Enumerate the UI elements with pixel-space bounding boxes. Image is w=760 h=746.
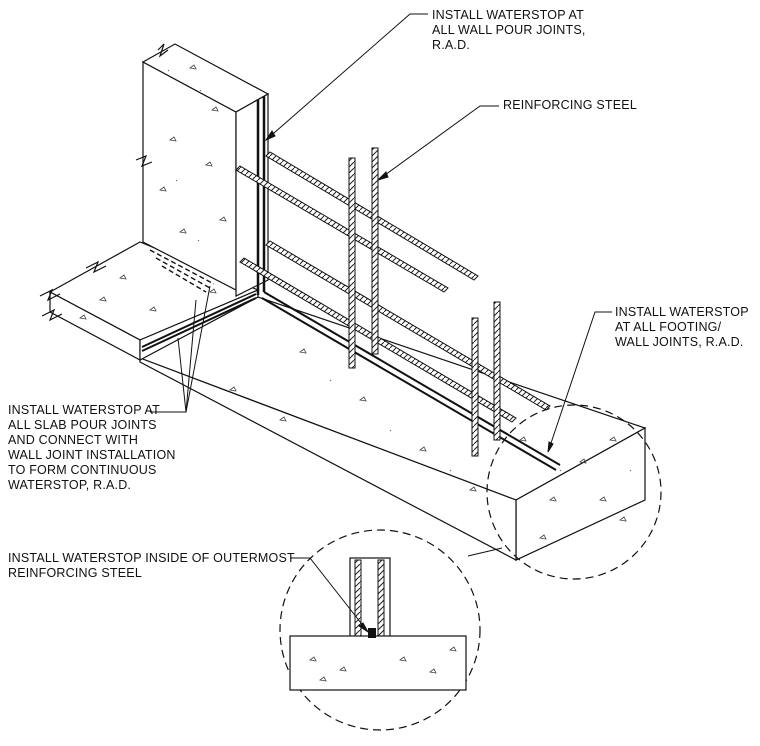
callout-line: INSTALL WATERSTOP INSIDE OF OUTERMOST xyxy=(8,551,295,565)
callout-line: INSTALL WATERSTOP xyxy=(615,305,749,319)
slab-hidden-lines xyxy=(149,249,215,293)
callout-line: WALL JOINTS, R.A.D. xyxy=(615,335,744,349)
callout-line: INSTALL WATERSTOP AT xyxy=(432,8,584,22)
callout-line: REINFORCING STEEL xyxy=(503,98,637,112)
wall-waterstop xyxy=(256,96,266,295)
callout-outermost-reinforcing: INSTALL WATERSTOP INSIDE OF OUTERMOST RE… xyxy=(8,551,295,581)
callout-line: ALL SLAB POUR JOINTS xyxy=(8,418,157,432)
callout-line: ALL WALL POUR JOINTS, xyxy=(432,23,586,37)
callout-line: INSTALL WATERSTOP AT xyxy=(8,403,160,417)
callout-line: R.A.D. xyxy=(432,38,471,52)
callout-reinforcing-steel: REINFORCING STEEL xyxy=(503,98,637,113)
callout-line: TO FORM CONTINUOUS xyxy=(8,463,157,477)
wall xyxy=(135,43,270,297)
reinforcing-steel xyxy=(235,147,551,457)
callout-wall-pour-joints: INSTALL WATERSTOP AT ALL WALL POUR JOINT… xyxy=(432,8,586,53)
leader-lines xyxy=(150,13,612,633)
footing-waterstop xyxy=(261,291,561,471)
detail-circle-reference xyxy=(486,404,662,580)
callout-line: WATERSTOP, R.A.D. xyxy=(8,478,132,492)
concrete-aggregate xyxy=(79,64,632,540)
callout-line: AT ALL FOOTING/ xyxy=(615,320,722,334)
callout-footing-wall-joints: INSTALL WATERSTOP AT ALL FOOTING/ WALL J… xyxy=(615,305,749,350)
callout-slab-pour-joints: INSTALL WATERSTOP AT ALL SLAB POUR JOINT… xyxy=(8,403,176,493)
callout-line: REINFORCING STEEL xyxy=(8,566,142,580)
slab-waterstop xyxy=(141,293,257,352)
enlarged-section xyxy=(279,529,481,731)
callout-line: WALL JOINT INSTALLATION xyxy=(8,448,176,462)
callout-line: AND CONNECT WITH xyxy=(8,433,139,447)
footing xyxy=(138,296,647,561)
